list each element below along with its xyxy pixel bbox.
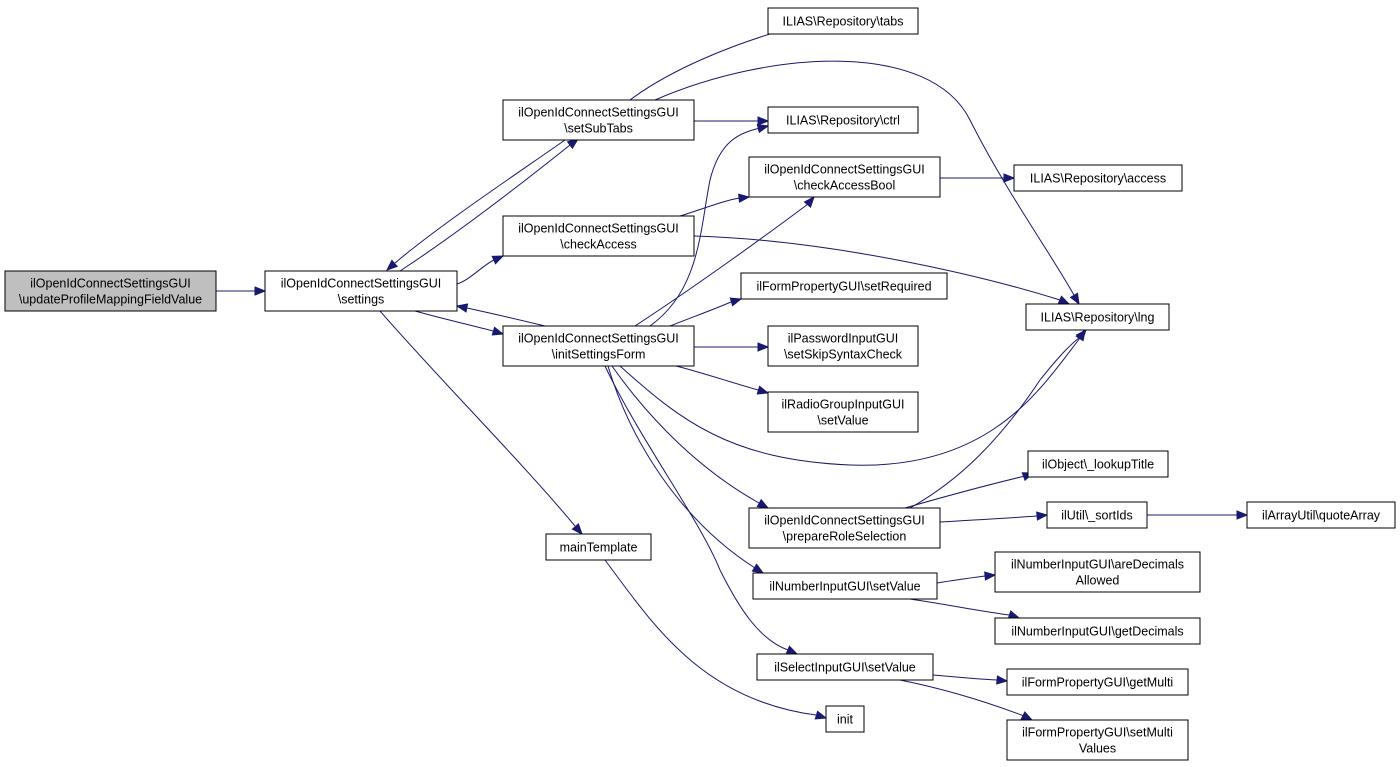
edge-checkAccess-to-checkAccessBool (679, 193, 751, 217)
node-initSettingsForm-label-0: ilOpenIdConnectSettingsGUI (518, 332, 679, 346)
node-settings-label-0: ilOpenIdConnectSettingsGUI (281, 277, 442, 291)
edge-initSettingsForm-to-checkAccessBool (634, 195, 815, 327)
node-ctrl-label-0: ILIAS\Repository\ctrl (786, 114, 900, 128)
node-checkAccess-label-1: \checkAccess (560, 238, 636, 252)
edge-prepareRoleSelection-to-sortIds (939, 511, 1049, 523)
node-radioSetValue[interactable]: ilRadioGroupInputGUI \setValue (767, 391, 919, 433)
node-access-label-0: ILIAS\Repository\access (1030, 172, 1166, 186)
node-setMultiValues-label-1: Values (1079, 742, 1116, 756)
node-setMultiValues-label-0: ilFormPropertyGUI\setMulti (1022, 726, 1173, 740)
node-sortIds-label-0: ilUtil\_sortIds (1061, 509, 1133, 523)
node-lng-label-0: ILIAS\Repository\lng (1041, 311, 1155, 325)
node-access[interactable]: ILIAS\Repository\access (1013, 164, 1183, 192)
edge-checkAccessBool-to-access (940, 173, 1016, 183)
node-initSettingsForm-label-1: \initSettingsForm (552, 348, 646, 362)
node-checkAccessBool-label-0: ilOpenIdConnectSettingsGUI (764, 163, 925, 177)
edge-selectSetValue-to-getMulti (932, 674, 1009, 685)
node-setRequired[interactable]: ilFormPropertyGUI\setRequired (740, 272, 948, 300)
node-areDecimalsAllowed-label-1: Allowed (1076, 574, 1120, 588)
edge-settings-to-mainTemplate (379, 310, 583, 536)
edge-root-to-settings (216, 286, 267, 296)
node-quoteArray[interactable]: ilArrayUtil\quoteArray (1246, 501, 1396, 529)
node-lookupTitle[interactable]: ilObject\_lookupTitle (1027, 450, 1169, 478)
node-setSubTabs[interactable]: ilOpenIdConnectSettingsGUI \setSubTabs (502, 99, 695, 141)
node-tabs[interactable]: ILIAS\Repository\tabs (767, 7, 919, 35)
edge-prepareRoleSelection-to-lookupTitle (904, 472, 1035, 509)
node-setSkipSyntaxCheck-label-1: \setSkipSyntaxCheck (784, 348, 903, 362)
node-initSettingsForm[interactable]: ilOpenIdConnectSettingsGUI \initSettingsF… (502, 325, 695, 367)
edge-setSubTabs-to-tabs (629, 23, 802, 101)
node-lng[interactable]: ILIAS\Repository\lng (1025, 303, 1170, 331)
node-setSkipSyntaxCheck[interactable]: ilPasswordInputGUI \setSkipSyntaxCheck (767, 325, 919, 367)
node-tabs-label-0: ILIAS\Repository\tabs (783, 15, 904, 29)
node-setRequired-label-0: ilFormPropertyGUI\setRequired (756, 280, 931, 294)
node-selectSetValue-label-0: ilSelectInputGUI\setValue (774, 661, 916, 675)
node-numberSetValue-label-0: ilNumberInputGUI\setValue (769, 580, 920, 594)
node-checkAccess-label-0: ilOpenIdConnectSettingsGUI (518, 222, 679, 236)
edge-initSettingsForm-to-ctrl (649, 123, 770, 327)
node-prepareRoleSelection-label-1: \prepareRoleSelection (783, 530, 907, 544)
edge-initSettingsForm-to-prepareRoleSelection (611, 365, 770, 509)
edge-sortIds-to-quoteArray (1147, 510, 1249, 520)
node-init-label-0: init (837, 713, 854, 727)
edge-prepareRoleSelection-to-lng (909, 328, 1087, 509)
node-getMulti[interactable]: ilFormPropertyGUI\getMulti (1006, 668, 1189, 696)
node-areDecimalsAllowed-label-0: ilNumberInputGUI\areDecimals (1011, 558, 1184, 572)
edge-setSubTabs-to-lng (654, 60, 1080, 306)
node-numberSetValue[interactable]: ilNumberInputGUI\setValue (752, 572, 938, 600)
node-lookupTitle-label-0: ilObject\_lookupTitle (1042, 458, 1154, 472)
node-checkAccessBool[interactable]: ilOpenIdConnectSettingsGUI \checkAccessBo… (748, 156, 941, 198)
node-sortIds[interactable]: ilUtil\_sortIds (1046, 501, 1148, 529)
node-setSubTabs-label-0: ilOpenIdConnectSettingsGUI (518, 106, 679, 120)
node-getDecimals-label-0: ilNumberInputGUI\getDecimals (1011, 625, 1183, 639)
edge-initSettingsForm-to-radioSetValue (675, 365, 770, 395)
node-setSubTabs-label-1: \setSubTabs (564, 122, 633, 136)
node-setSkipSyntaxCheck-label-0: ilPasswordInputGUI (788, 332, 898, 346)
edge-numberSetValue-to-areDecimalsAllowed (936, 571, 997, 584)
node-mainTemplate-label-0: mainTemplate (560, 541, 638, 555)
node-selectSetValue[interactable]: ilSelectInputGUI\setValue (756, 653, 934, 681)
node-root-label-1: \updateProfileMappingFieldValue (19, 293, 202, 307)
node-getMulti-label-0: ilFormPropertyGUI\getMulti (1022, 676, 1173, 690)
edge-settings-to-checkAccess (456, 255, 505, 285)
node-root-label-0: ilOpenIdConnectSettingsGUI (30, 277, 191, 291)
edge-initSettingsForm-to-setSkipSyntaxCheck (694, 342, 770, 352)
node-radioSetValue-label-1: \setValue (817, 414, 868, 428)
edge-setSubTabs-to-settings (385, 139, 566, 271)
node-root[interactable]: ilOpenIdConnectSettingsGUI \updateProfile… (4, 270, 217, 312)
edge-initSettingsForm-to-settings (455, 303, 546, 327)
node-settings-label-1: \settings (338, 293, 385, 307)
node-prepareRoleSelection-label-0: ilOpenIdConnectSettingsGUI (764, 514, 925, 528)
node-quoteArray-label-0: ilArrayUtil\quoteArray (1262, 509, 1381, 523)
edge-mainTemplate-to-init (604, 559, 828, 720)
node-settings[interactable]: ilOpenIdConnectSettingsGUI \settings (264, 270, 458, 312)
edge-settings-to-initSettingsForm (414, 310, 505, 336)
node-checkAccess[interactable]: ilOpenIdConnectSettingsGUI \checkAccess (502, 215, 695, 257)
edge-setSubTabs-to-ctrl (694, 116, 770, 126)
edge-initSettingsForm-to-numberSetValue (607, 365, 765, 574)
edge-initSettingsForm-to-setRequired (669, 297, 743, 327)
edge-numberSetValue-to-getDecimals (909, 598, 1021, 620)
node-mainTemplate[interactable]: mainTemplate (545, 533, 652, 561)
node-checkAccessBool-label-1: \checkAccessBool (794, 179, 895, 193)
node-radioSetValue-label-0: ilRadioGroupInputGUI (782, 398, 905, 412)
node-init[interactable]: init (825, 705, 865, 733)
node-ctrl[interactable]: ILIAS\Repository\ctrl (767, 106, 919, 134)
node-getDecimals[interactable]: ilNumberInputGUI\getDecimals (994, 617, 1201, 645)
node-prepareRoleSelection[interactable]: ilOpenIdConnectSettingsGUI \prepareRoleSe… (748, 507, 941, 549)
